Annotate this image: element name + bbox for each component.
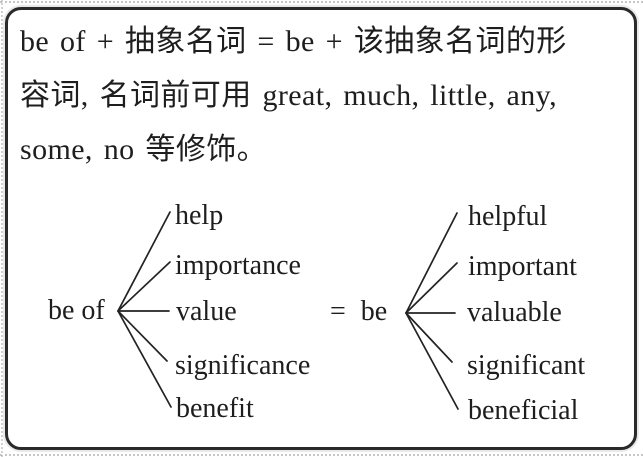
- rounded-border-frame: [5, 7, 637, 450]
- noun-item-5: benefit: [176, 393, 254, 424]
- adjective-item-3: valuable: [467, 297, 562, 328]
- fan-line: [117, 310, 168, 362]
- grammar-rule-line-2: 容词, 名词前可用 great, much, little, any,: [20, 79, 557, 112]
- grammar-rule-line-1: be of + 抽象名词 = be + 该抽象名词的形: [20, 25, 567, 58]
- fan-line: [405, 312, 453, 363]
- grammar-rule-text: be of + 抽象名词 = be + 该抽象名词的形 容词, 名词前可用 gr…: [20, 15, 631, 177]
- noun-item-3: value: [176, 296, 237, 327]
- fan-line: [117, 261, 171, 312]
- fan-line: [117, 310, 172, 408]
- noun-item-1: help: [175, 200, 224, 231]
- scan-edge-noise-bottom: [0, 454, 643, 456]
- noun-item-4: significance: [175, 350, 311, 381]
- left-fan-label: be of: [48, 295, 105, 326]
- scan-edge-noise-left: [1, 0, 3, 457]
- right-fan-label: = be: [330, 296, 388, 327]
- adjective-item-5: beneficial: [468, 395, 579, 426]
- noun-item-2: importance: [175, 250, 301, 281]
- fan-line: [405, 312, 459, 410]
- fan-line: [405, 262, 458, 314]
- scan-edge-noise-top: [0, 1, 643, 3]
- adjective-item-1: helpful: [468, 201, 548, 232]
- grammar-rule-line-3: some, no 等修饰。: [20, 133, 268, 166]
- adjective-item-2: important: [468, 251, 577, 282]
- fan-line: [405, 212, 458, 314]
- adjective-item-4: significant: [467, 350, 586, 381]
- fan-line: [117, 211, 171, 312]
